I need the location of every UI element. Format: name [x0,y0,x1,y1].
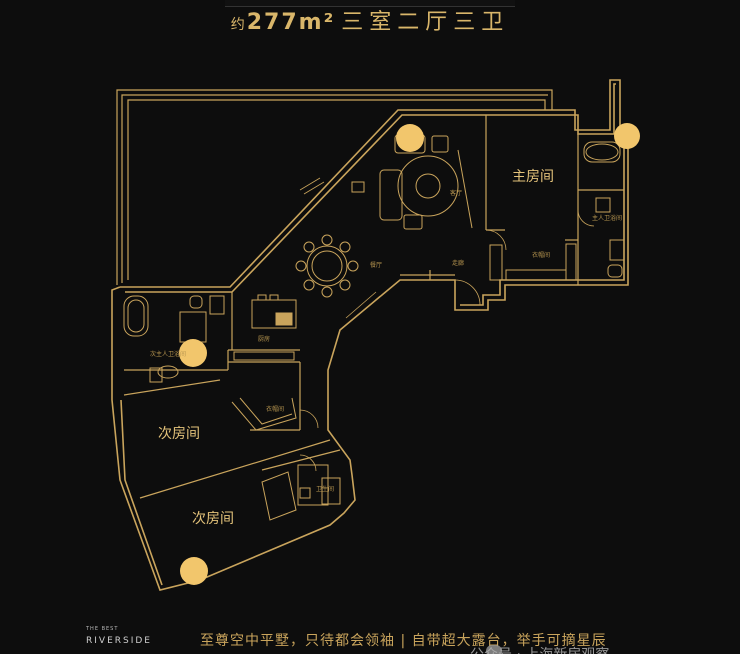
area-label: 约 [230,17,247,33]
room-label-master-bedroom: 主房间 [512,169,554,185]
area-value: 277m² [246,10,336,35]
slogan: 至尊空中平墅，只待都会领袖 | 自带超大露台，举手可摘星辰 [200,633,607,649]
kitchen-island [233,294,297,361]
marker-secondary-bath [179,339,207,367]
marker-living-room [396,124,424,152]
upper-bedroom-closet [231,397,297,431]
room-label-dining-room: 餐厅 [370,262,383,269]
title-bar [225,0,515,7]
room-label-living-room: 客厅 [450,190,463,197]
layout-label: 三室二厅三卫 [341,10,510,35]
wechat-icon [486,645,502,654]
master-closet-shelving [489,243,577,281]
brand-logo-text: RIVERSIDE [86,636,152,646]
dining-table [295,234,359,298]
door-swings [299,209,595,472]
room-label-master-bath: 主人卫浴间 [592,215,623,222]
secondary-bath-fixtures [123,295,225,383]
room-label-secondary-bedroom-lower: 次房间 [192,511,234,527]
room-label-secondary-bedroom-upper: 次房间 [158,426,200,442]
living-room-furniture [351,134,473,230]
room-label-cloakroom: 衣帽间 [532,252,551,259]
glazing [299,177,381,323]
brand-small: THE BEST [86,626,119,632]
marker-master-bath [614,123,640,149]
room-label-secondary-bath: 次主人卫浴间 [150,351,187,358]
exterior-walls [111,79,629,591]
lower-bedroom-closet [261,464,341,521]
room-label-closet: 衣帽间 [266,406,285,413]
marker-lower-bedroom [180,557,208,585]
watermark: 公众号 · 上海新房观察 [470,644,609,654]
master-bath-fixtures [583,141,625,278]
interior-walls [123,115,624,499]
view-markers [179,123,640,585]
room-label-corridor: 走廊 [452,260,465,267]
room-label-kitchen: 厨房 [258,336,271,343]
terrace-outline [116,89,553,285]
room-label-guest-bath: 卫生间 [316,486,335,493]
